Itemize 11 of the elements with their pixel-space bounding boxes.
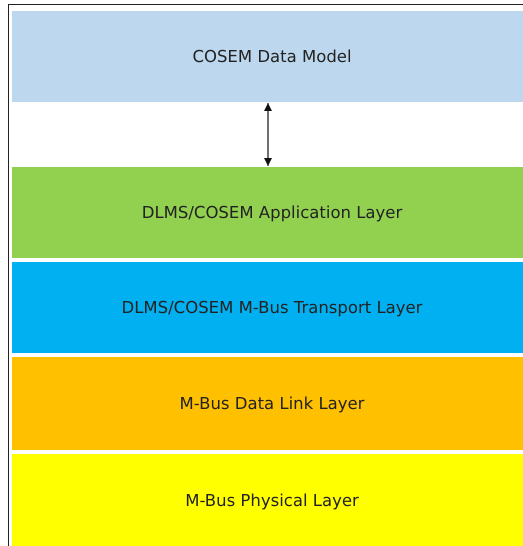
- layer-box: [12, 357, 523, 450]
- layer-label: DLMS/COSEM M-Bus Transport Layer: [122, 298, 422, 317]
- layer-box: [12, 262, 523, 353]
- layer-label: DLMS/COSEM Application Layer: [142, 203, 402, 222]
- layer-box: [12, 167, 523, 258]
- layer-label: COSEM Data Model: [192, 47, 352, 66]
- layer-label: M-Bus Physical Layer: [185, 490, 359, 510]
- layer-box: [12, 454, 523, 546]
- layer-box: [12, 11, 523, 102]
- layer-label: M-Bus Data Link Layer: [180, 394, 364, 413]
- double-arrow: [264, 103, 272, 166]
